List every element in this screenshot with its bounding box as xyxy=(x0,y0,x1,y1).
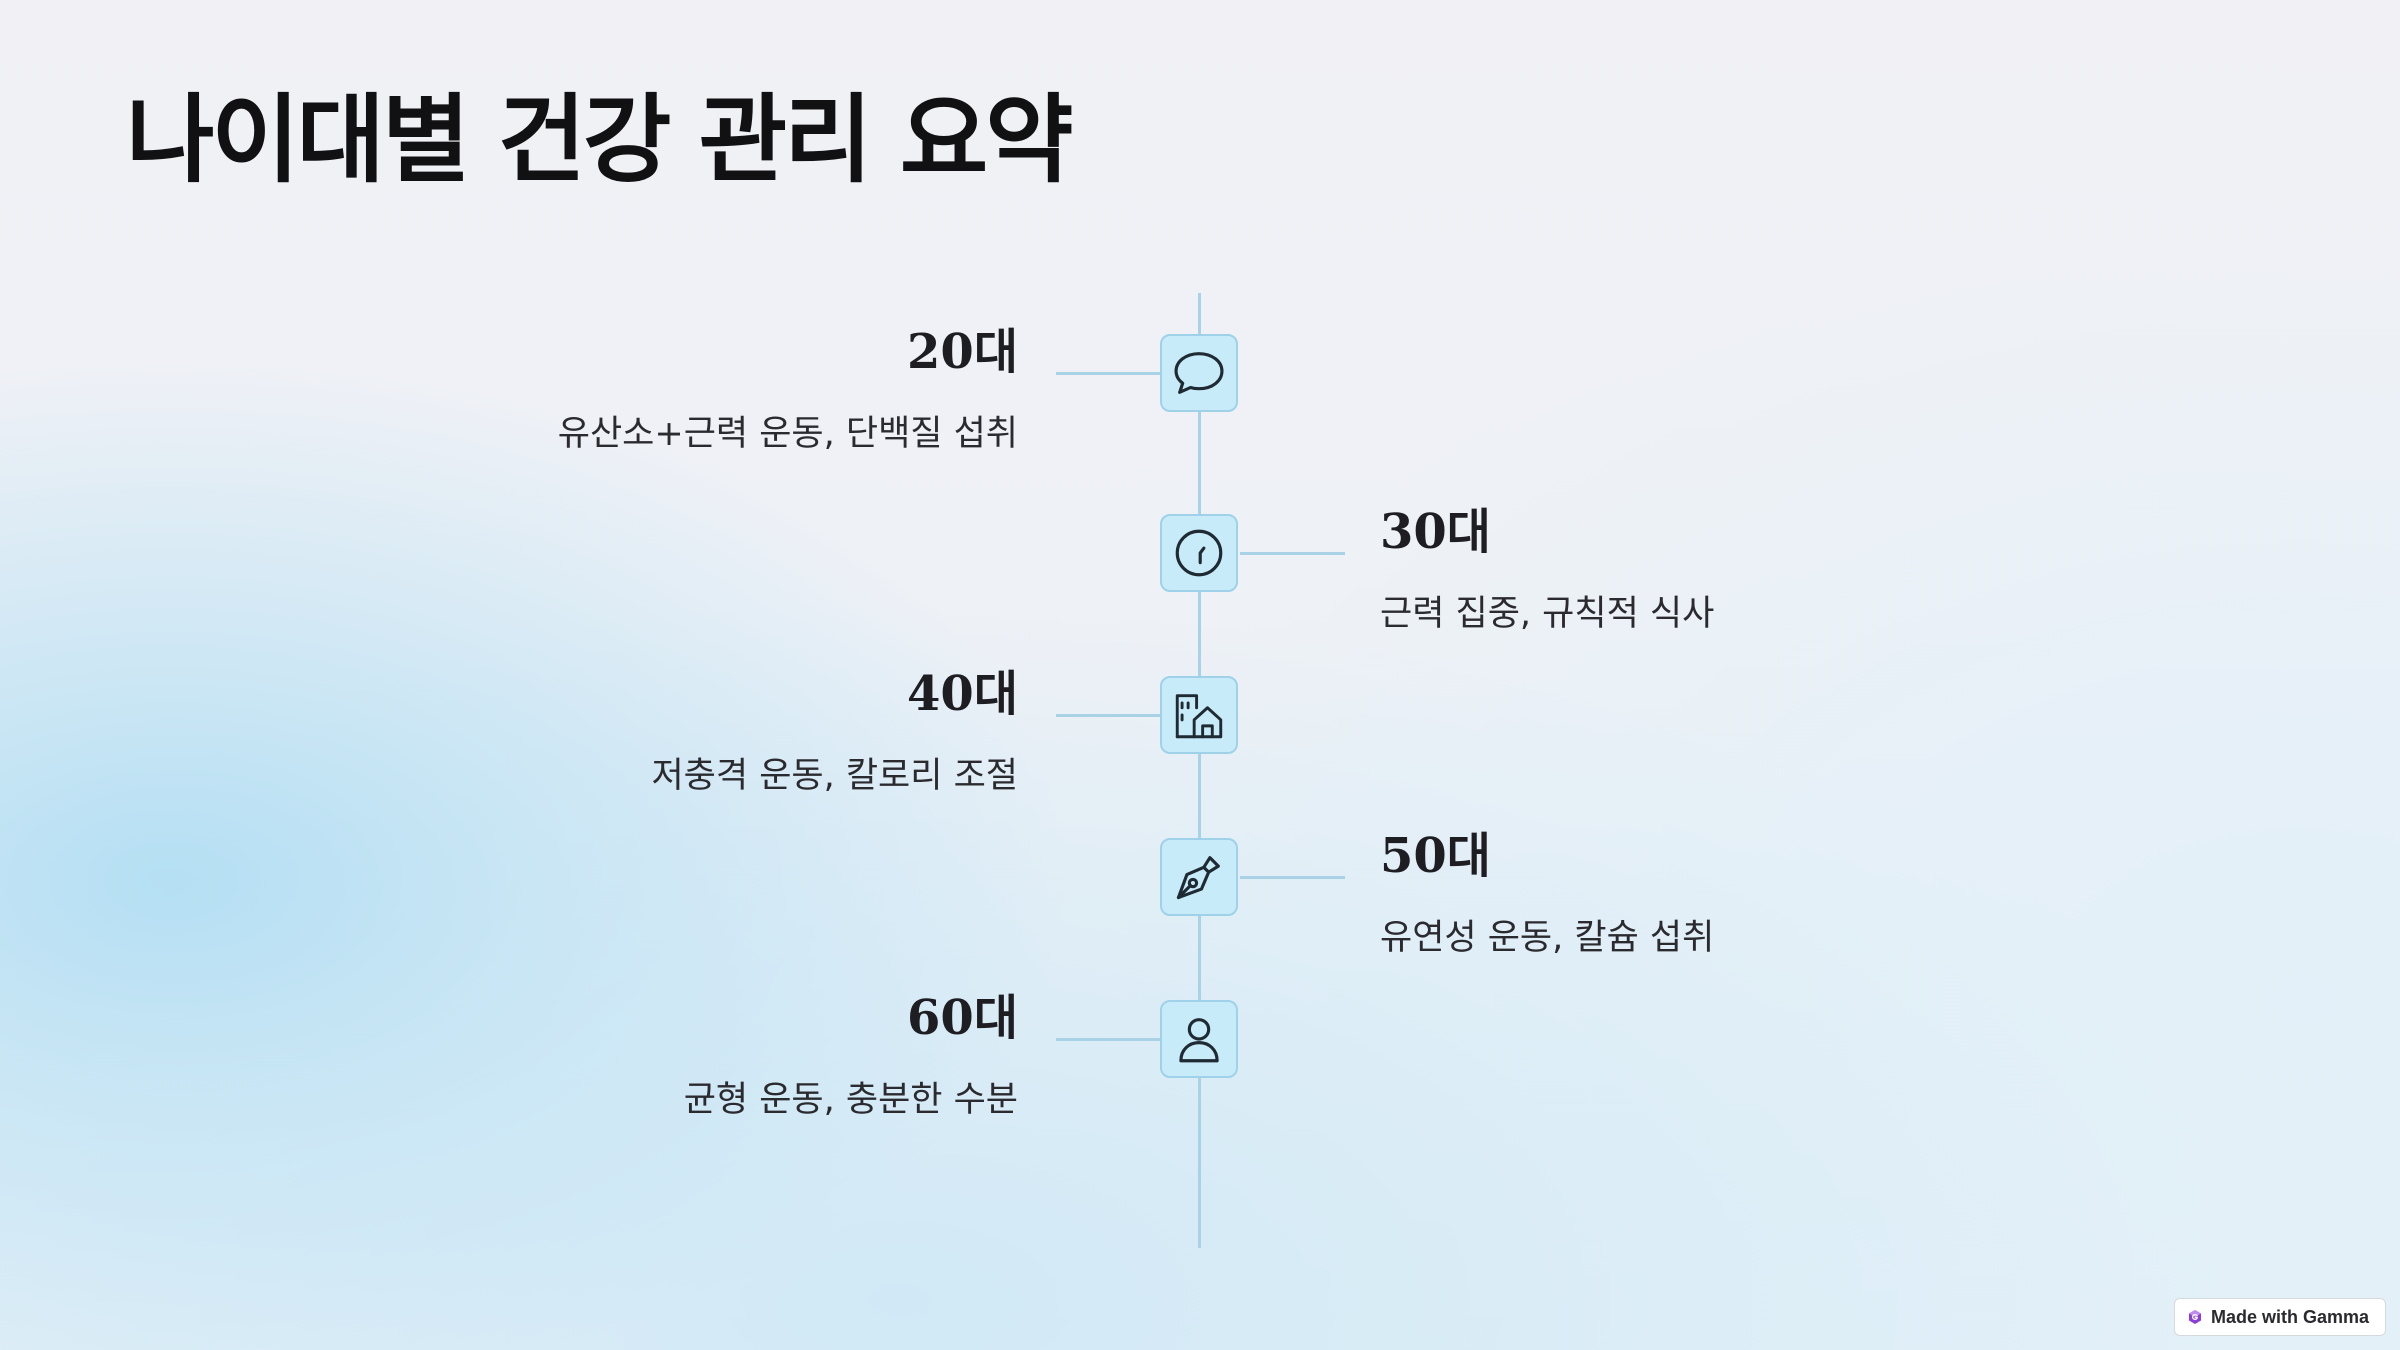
age-label-60s: 60대 xyxy=(907,990,1018,1046)
person-icon xyxy=(1179,1018,1219,1063)
age-label-50s: 50대 xyxy=(1380,828,1491,884)
badge-label: Made with Gamma xyxy=(2210,1306,2369,1327)
city-buildings-icon xyxy=(1175,694,1223,739)
made-with-gamma-badge[interactable]: Made with Gamma xyxy=(2173,1298,2386,1336)
timeline-connector xyxy=(1240,876,1345,879)
age-label-30s: 30대 xyxy=(1380,504,1491,560)
description-40s: 저충격 운동, 칼로리 조절 xyxy=(651,756,1018,796)
timeline-node-30s xyxy=(1160,514,1238,592)
fountain-pen-icon xyxy=(1176,856,1220,900)
timeline-node-60s xyxy=(1160,1000,1238,1078)
timeline-line xyxy=(1198,293,1201,1248)
gamma-logo-icon xyxy=(2188,1310,2201,1324)
page-title: 나이대별 건강 관리 요약 xyxy=(126,84,1073,196)
clock-icon xyxy=(1175,529,1223,577)
description-50s: 유연성 운동, 칼슘 섭취 xyxy=(1380,918,1715,958)
description-60s: 균형 운동, 충분한 수분 xyxy=(683,1080,1018,1120)
description-30s: 근력 집중, 규칙적 식사 xyxy=(1380,594,1715,634)
speech-bubble-icon xyxy=(1174,352,1224,394)
timeline-connector xyxy=(1240,552,1345,555)
timeline-connector xyxy=(1056,714,1161,717)
timeline-connector xyxy=(1056,372,1161,375)
description-20s: 유산소+근력 운동, 단백질 섭취 xyxy=(557,414,1018,454)
age-label-40s: 40대 xyxy=(907,666,1018,722)
timeline-node-40s xyxy=(1160,676,1238,754)
timeline-connector xyxy=(1056,1038,1161,1041)
timeline-node-20s xyxy=(1160,334,1238,412)
timeline-node-50s xyxy=(1160,838,1238,916)
age-label-20s: 20대 xyxy=(907,324,1018,380)
